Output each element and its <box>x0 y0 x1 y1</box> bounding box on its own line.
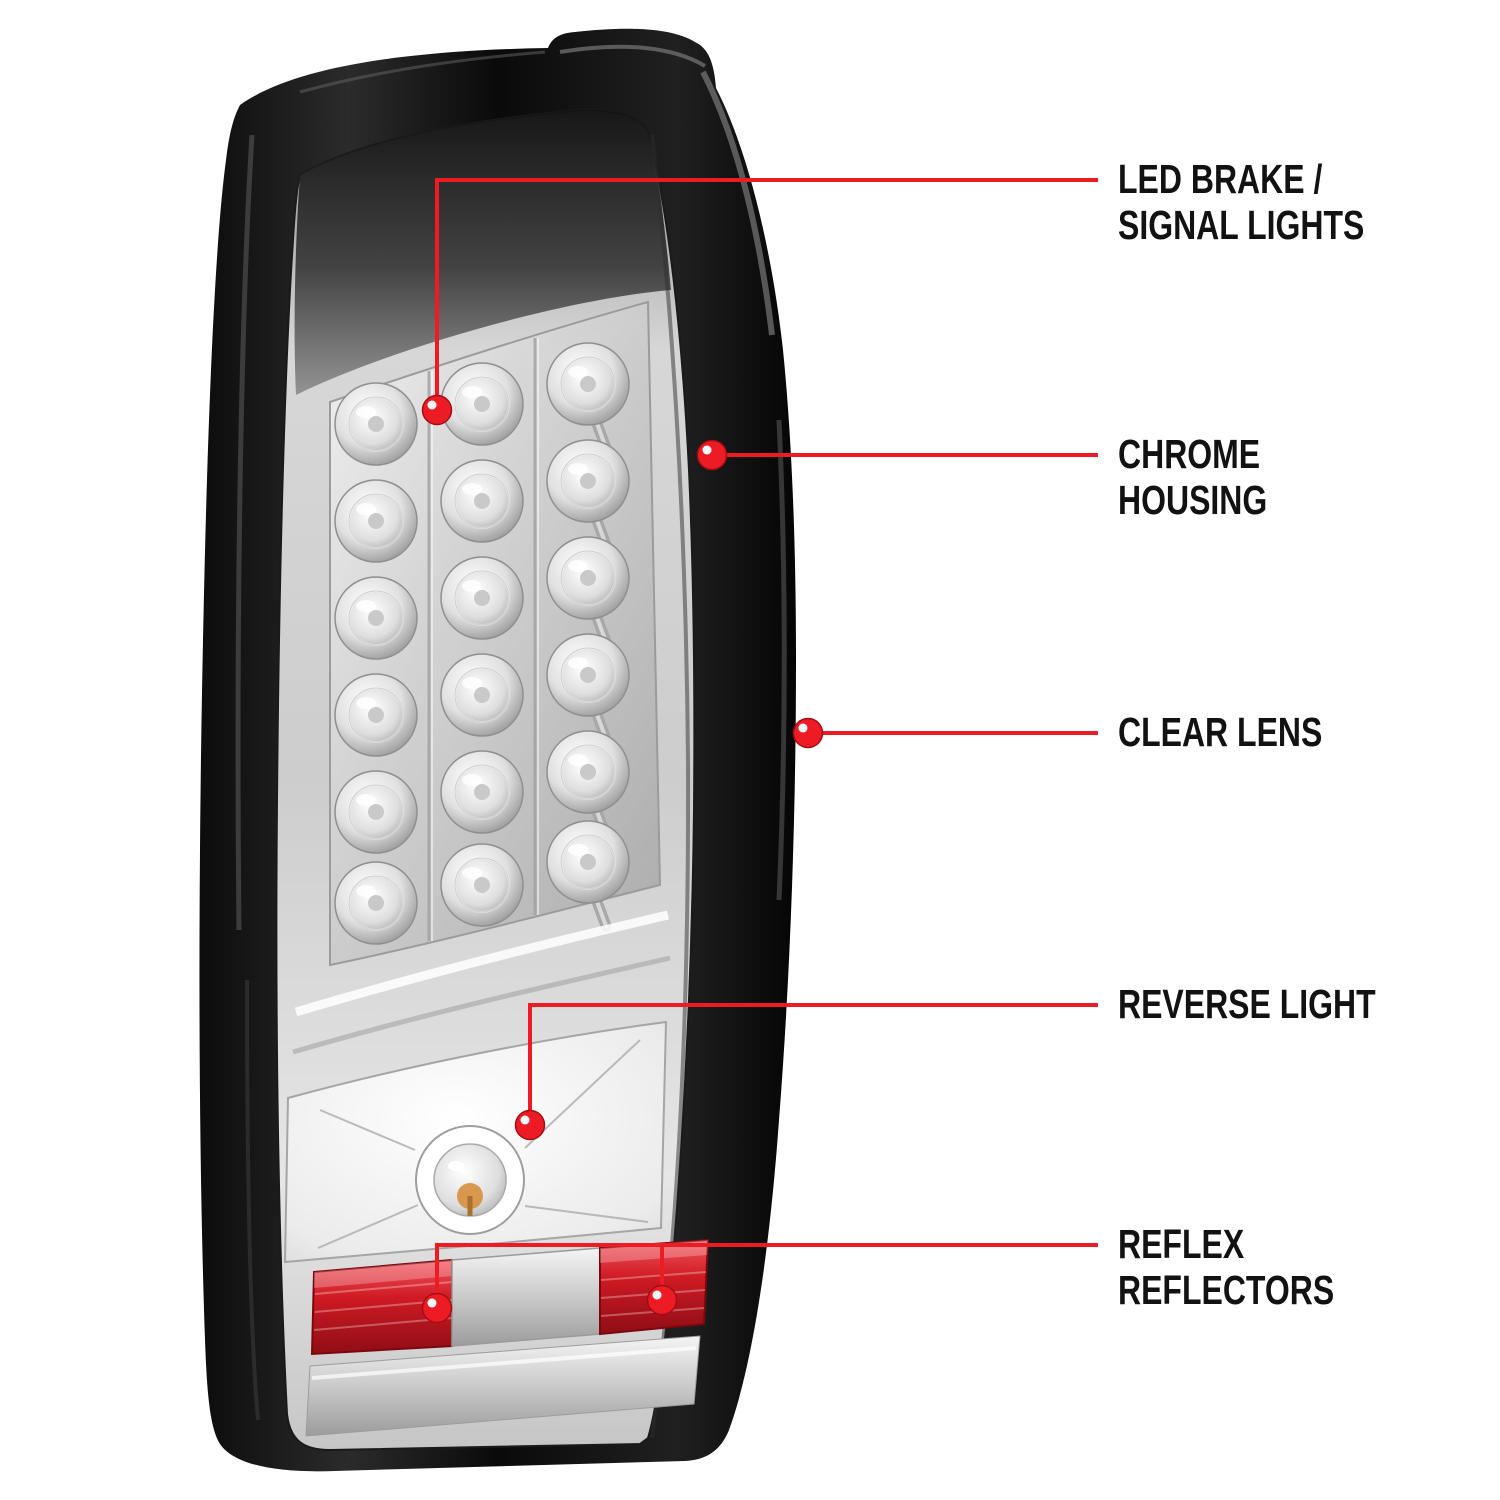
callout-dot-led-brake-signal-lights <box>421 394 453 426</box>
callout-line-reflex-reflectors-left <box>435 1243 1098 1308</box>
callout-label-reflex-reflectors: REFLEX REFLECTORS <box>1118 1221 1335 1313</box>
callout-label-chrome-housing: CHROME HOUSING <box>1118 431 1268 523</box>
callout-line-reverse-light <box>528 1003 1098 1125</box>
callout-dot-reverse-light <box>514 1109 546 1141</box>
reverse-light-section <box>283 1020 668 1264</box>
callout-label-clear-lens: CLEAR LENS <box>1118 709 1323 755</box>
callout-dot-reflex-reflector-left <box>421 1292 453 1324</box>
callout-label-reverse-light: REVERSE LIGHT <box>1118 981 1376 1027</box>
tail-light-illustration <box>199 28 796 1472</box>
reflex-reflector-strip <box>310 1238 710 1356</box>
reflex-center-chrome <box>451 1247 601 1347</box>
callout-label-led-brake-signal-lights: LED BRAKE / SIGNAL LIGHTS <box>1118 156 1365 248</box>
callout-dot-clear-lens <box>792 717 824 749</box>
callout-line-led-brake-signal-lights <box>435 178 1098 410</box>
housing-gloss-highlights <box>235 44 787 1421</box>
reflex-reflector-right <box>599 1238 710 1336</box>
callout-lines <box>435 178 1098 1308</box>
lens-right-seam <box>650 134 691 1439</box>
bottom-chrome-strip <box>305 1335 701 1437</box>
callout-dot-chrome-housing <box>696 439 728 471</box>
chrome-swoosh-band <box>292 910 671 1055</box>
callout-dot-reflex-reflector-right <box>646 1284 678 1316</box>
